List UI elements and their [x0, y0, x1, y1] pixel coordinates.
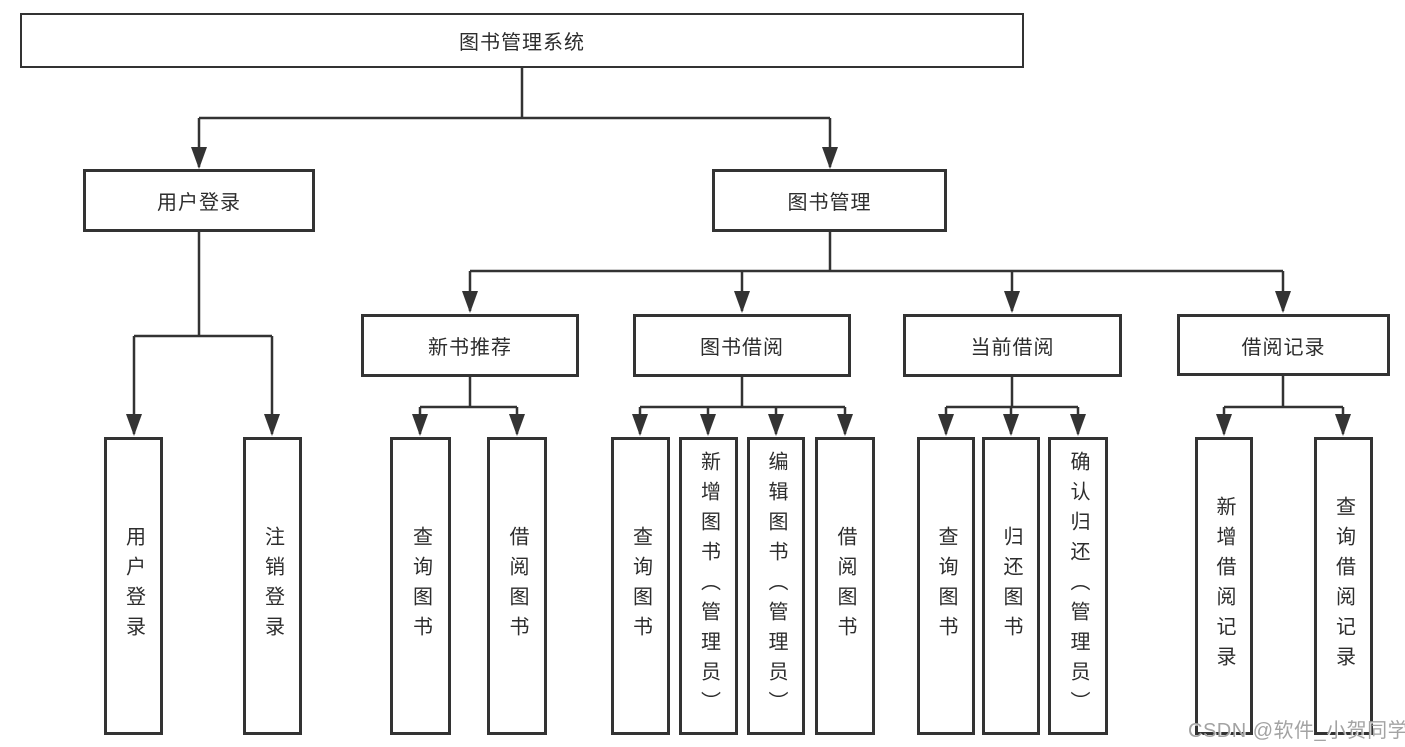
arrowhead-down — [632, 414, 648, 436]
arrowhead-down — [1004, 291, 1020, 313]
leaf-edit-books-admin: 编辑图书（管理员） — [747, 437, 805, 735]
node-root: 图书管理系统 — [20, 13, 1024, 68]
arrowhead-down — [768, 414, 784, 436]
arrowhead-down — [1216, 414, 1232, 436]
leaf-query-borrow-record-label: 查询借阅记录 — [1332, 496, 1355, 676]
leaf-add-books-admin-label: 新增图书（管理员） — [697, 451, 720, 721]
node-book-borrowing-label: 图书借阅 — [700, 337, 784, 359]
connector-root — [191, 68, 838, 169]
leaf-borrow-books-recommend-label: 借阅图书 — [506, 526, 528, 646]
arrowhead-down — [1003, 414, 1019, 436]
arrowhead-down — [1070, 414, 1086, 436]
leaf-edit-books-admin-label: 编辑图书（管理员） — [765, 451, 787, 721]
node-root-label: 图书管理系统 — [459, 32, 585, 54]
connector-borrowing-records — [1216, 376, 1351, 436]
leaf-query-books-current: 查询图书 — [917, 437, 975, 735]
leaf-return-books: 归还图书 — [982, 437, 1040, 735]
node-borrowing-records: 借阅记录 — [1177, 314, 1390, 376]
leaf-query-books-recommend-label: 查询图书 — [409, 526, 432, 646]
arrowhead-down — [264, 414, 280, 436]
arrowhead-down — [1275, 291, 1291, 313]
leaf-confirm-return-admin: 确认归还（管理员） — [1048, 437, 1108, 735]
arrowhead-down — [191, 147, 207, 169]
node-user-login: 用户登录 — [83, 169, 315, 232]
leaf-logout-login-label: 注销登录 — [261, 526, 284, 646]
arrowhead-down — [1335, 414, 1351, 436]
node-borrowing-records-label: 借阅记录 — [1241, 336, 1326, 359]
connector-book-borrowing — [632, 377, 853, 436]
leaf-add-borrow-record-label: 新增借阅记录 — [1213, 496, 1235, 676]
node-user-login-label: 用户登录 — [157, 192, 241, 214]
leaf-borrow-books-borrowing-label: 借阅图书 — [834, 526, 856, 646]
arrowhead-down — [734, 291, 750, 313]
arrowhead-down — [412, 414, 428, 436]
csdn-watermark: CSDN @软件_小贺同学 — [1188, 720, 1405, 742]
arrowhead-down — [462, 291, 478, 313]
leaf-query-books-recommend: 查询图书 — [390, 437, 451, 735]
node-new-book-recommend: 新书推荐 — [361, 314, 579, 377]
arrowhead-down — [938, 414, 954, 436]
leaf-borrow-books-borrowing: 借阅图书 — [815, 437, 875, 735]
leaf-user-login: 用户登录 — [104, 437, 163, 735]
arrowhead-down — [837, 414, 853, 436]
leaf-user-login-label: 用户登录 — [122, 526, 145, 646]
leaf-add-borrow-record: 新增借阅记录 — [1195, 437, 1253, 735]
node-current-borrowing: 当前借阅 — [903, 314, 1122, 377]
arrowhead-down — [822, 147, 838, 169]
node-book-management: 图书管理 — [712, 169, 947, 232]
connector-user-login — [126, 232, 280, 436]
leaf-query-books-borrowing: 查询图书 — [611, 437, 670, 735]
leaf-return-books-label: 归还图书 — [1000, 526, 1022, 646]
node-book-borrowing: 图书借阅 — [633, 314, 851, 377]
leaf-borrow-books-recommend: 借阅图书 — [487, 437, 547, 735]
leaf-logout-login: 注销登录 — [243, 437, 302, 735]
arrowhead-down — [700, 414, 716, 436]
connector-new-book-recommend — [412, 377, 525, 436]
arrowhead-down — [509, 414, 525, 436]
leaf-query-borrow-record: 查询借阅记录 — [1314, 437, 1373, 735]
leaf-confirm-return-admin-label: 确认归还（管理员） — [1067, 451, 1089, 721]
leaf-query-books-borrowing-label: 查询图书 — [629, 526, 652, 646]
connector-current-borrowing — [938, 377, 1086, 436]
leaf-query-books-current-label: 查询图书 — [935, 526, 957, 646]
node-current-borrowing-label: 当前借阅 — [970, 337, 1055, 359]
leaf-add-books-admin: 新增图书（管理员） — [679, 437, 738, 735]
node-new-book-recommend-label: 新书推荐 — [428, 337, 512, 359]
node-book-management-label: 图书管理 — [787, 192, 872, 214]
arrowhead-down — [126, 414, 142, 436]
connector-book-management — [462, 232, 1291, 313]
